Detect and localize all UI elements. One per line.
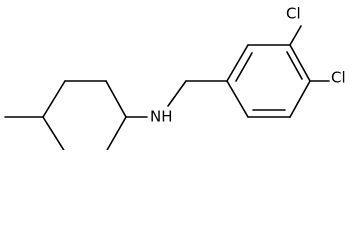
cyclohexane-ring bbox=[42, 80, 127, 150]
aromatic-double-bond bbox=[286, 51, 303, 80]
chlorine-top-label: Cl bbox=[286, 5, 301, 23]
ring-bond bbox=[226, 80, 249, 118]
chlorine-top-bond bbox=[289, 25, 302, 46]
nitrogen-label: NH bbox=[150, 108, 173, 126]
ring-bond bbox=[106, 116, 127, 150]
nitrogen-to-methylene-bond bbox=[167, 80, 187, 107]
ring-bond bbox=[289, 44, 311, 82]
ring-bond bbox=[42, 116, 65, 150]
ring-bond bbox=[289, 80, 311, 118]
ring-bond bbox=[226, 44, 249, 82]
aromatic-double-bond bbox=[235, 52, 253, 82]
ring-bond bbox=[105, 80, 127, 118]
chlorine-right-label: Cl bbox=[331, 69, 346, 87]
chemical-structure-diagram: NH Cl Cl bbox=[4, 5, 346, 150]
ring-bond bbox=[42, 80, 66, 118]
benzene-ring bbox=[226, 44, 311, 118]
